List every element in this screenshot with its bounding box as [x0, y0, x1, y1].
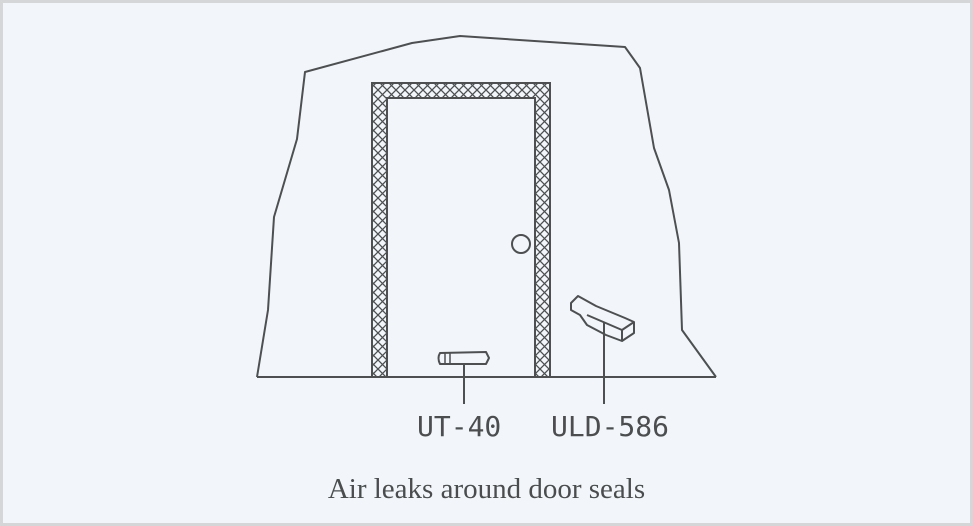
ut-40-device — [437, 351, 490, 404]
wall-outline — [256, 35, 717, 378]
door-frame — [371, 82, 551, 378]
ut-40-label: UT-40 — [417, 410, 502, 443]
uld-586-label: ULD-586 — [551, 410, 670, 443]
uld-586-device — [570, 295, 635, 404]
diagram-caption: Air leaks around door seals — [327, 473, 646, 505]
door-knob — [511, 234, 531, 254]
